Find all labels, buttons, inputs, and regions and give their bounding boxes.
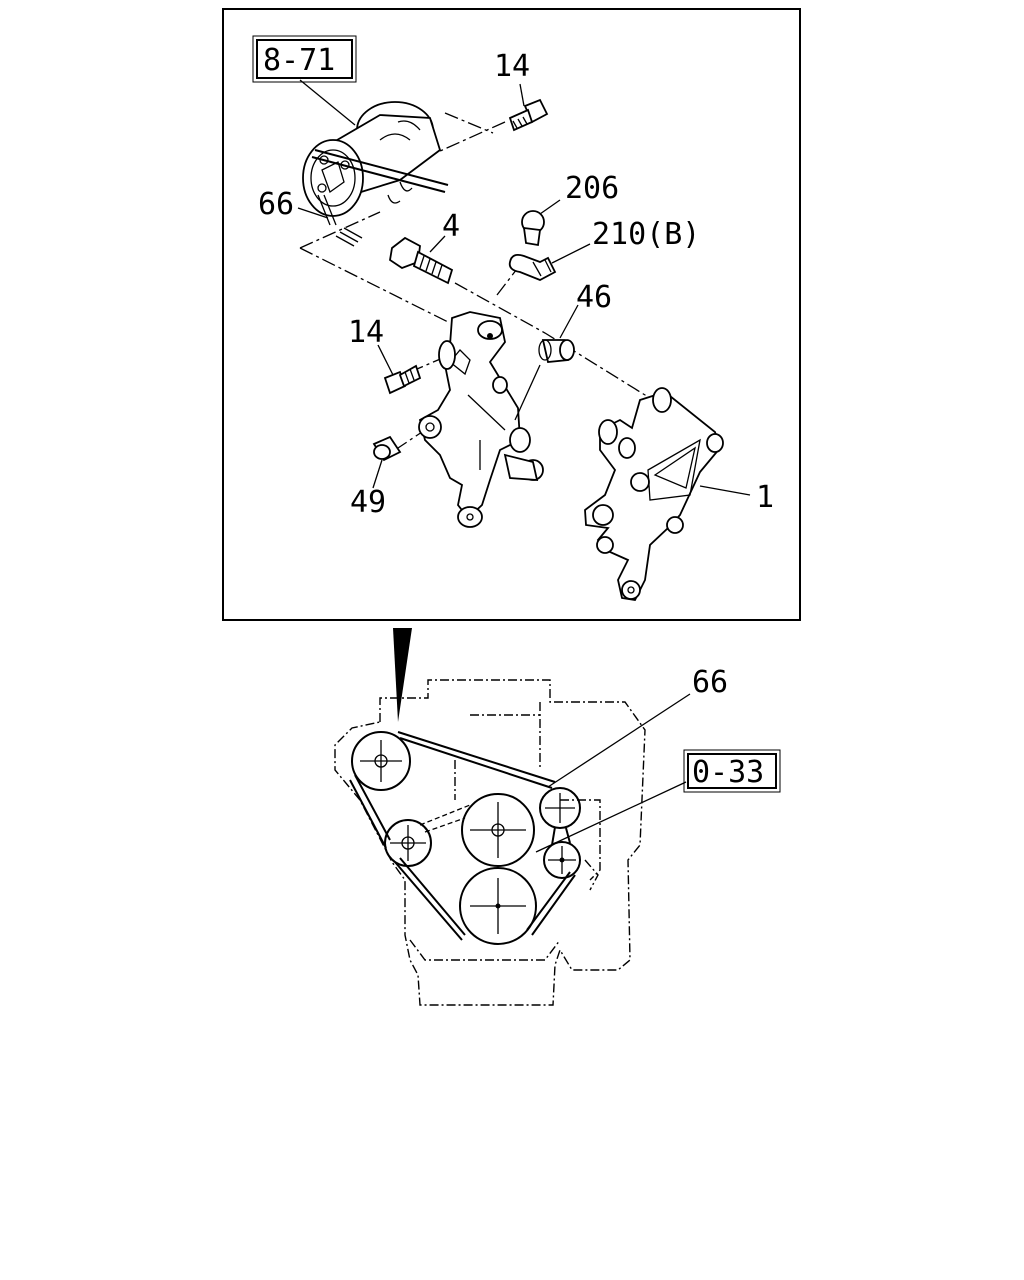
- pulley-crankshaft-icon: [459, 867, 537, 945]
- callout-collar: 49: [350, 485, 386, 520]
- main-bracket-icon[interactable]: [418, 311, 544, 528]
- engine-outline: [334, 679, 646, 1006]
- clip-icon[interactable]: [508, 253, 557, 281]
- pulley-tensioner-icon: [543, 841, 581, 879]
- bolt-side-icon[interactable]: [383, 364, 422, 395]
- engine-leader-belt: [547, 693, 691, 788]
- bolt-long-icon[interactable]: [389, 236, 454, 285]
- ref-box-0-33[interactable]: 0-33: [683, 749, 781, 793]
- plug-icon[interactable]: [521, 210, 545, 247]
- bolt-top-icon[interactable]: [508, 98, 549, 132]
- detail-frame: [222, 8, 801, 621]
- collar-icon[interactable]: [372, 435, 402, 462]
- callout-bolt-long: 4: [442, 209, 460, 244]
- pulley-idler-icon: [539, 787, 581, 829]
- callout-belt-66: 66: [258, 187, 294, 222]
- bushing-icon[interactable]: [538, 339, 575, 363]
- drive-belt-strands: [311, 149, 449, 247]
- callout-bracket: 1: [756, 480, 774, 515]
- pulley-alternator-icon: [351, 731, 411, 791]
- callout-bushing: 46: [576, 280, 612, 315]
- ref-box-8-71[interactable]: 8-71: [252, 35, 357, 83]
- compressor-pulley-icon[interactable]: [302, 101, 442, 217]
- engine-leader-ref: [535, 781, 687, 853]
- ref-box-0-33-label: 0-33: [692, 755, 764, 790]
- detail-leader-lines: [297, 79, 751, 496]
- view-pointer-arrow: [393, 628, 412, 722]
- callout-bolt-top: 14: [494, 49, 530, 84]
- pulley-water-pump-icon: [461, 793, 535, 867]
- bracket-part-1-icon[interactable]: [584, 387, 724, 601]
- callout-bolt-side: 14: [348, 315, 384, 350]
- callout-plug: 206: [565, 171, 619, 206]
- engine-callout-belt-66: 66: [692, 665, 728, 700]
- callout-clip: 210(B): [592, 217, 700, 252]
- ref-box-8-71-label: 8-71: [263, 43, 335, 78]
- pulley-compressor-icon: [384, 819, 432, 867]
- drive-belt-66-path: [349, 731, 576, 941]
